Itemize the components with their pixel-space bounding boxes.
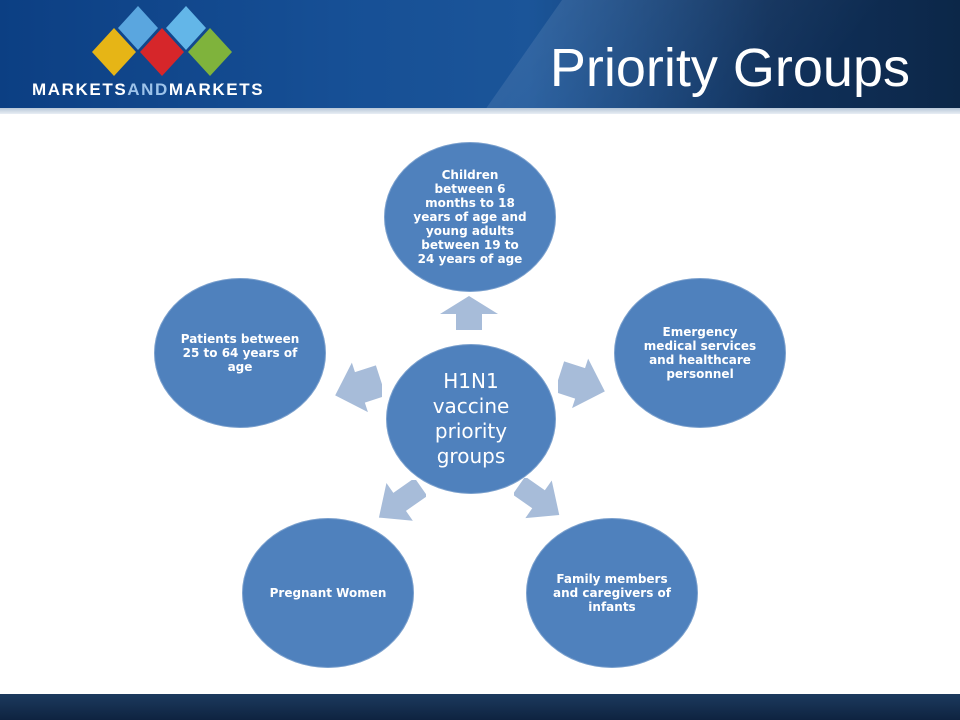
group-node-family-label: Family members and caregivers of infants bbox=[552, 572, 672, 614]
group-node-patients-label: Patients between 25 to 64 years of age bbox=[180, 332, 300, 374]
arrow-left bbox=[335, 362, 382, 413]
arrow-up bbox=[440, 296, 498, 330]
logo-wordmark: MARKETSANDMARKETS bbox=[32, 80, 312, 100]
arrow-lower-right bbox=[514, 478, 560, 519]
logo-text-markets-1: MARKETS bbox=[32, 80, 128, 99]
group-node-pregnant-label: Pregnant Women bbox=[269, 586, 387, 600]
logo-diamond-blue-left bbox=[118, 6, 158, 50]
center-node: H1N1 vaccine priority groups bbox=[386, 344, 556, 494]
group-node-children: Children between 6 months to 18 years of… bbox=[384, 142, 556, 292]
logo-diamond-blue-right bbox=[166, 6, 206, 50]
logo-text-and: AND bbox=[127, 80, 169, 99]
header-divider bbox=[0, 108, 960, 114]
priority-groups-diagram: H1N1 vaccine priority groups Children be… bbox=[0, 118, 960, 688]
center-node-label: H1N1 vaccine priority groups bbox=[432, 369, 510, 468]
group-node-patients: Patients between 25 to 64 years of age bbox=[154, 278, 326, 428]
header-banner: MARKETSANDMARKETS Priority Groups bbox=[0, 0, 960, 108]
group-node-pregnant: Pregnant Women bbox=[242, 518, 414, 668]
logo-diamonds-icon bbox=[92, 6, 232, 76]
logo-diamond-red bbox=[140, 28, 184, 76]
page-title: Priority Groups bbox=[549, 38, 910, 98]
logo-text-markets-2: MARKETS bbox=[168, 80, 265, 99]
group-node-emergency: Emergency medical services and healthcar… bbox=[614, 278, 786, 428]
group-node-emergency-label: Emergency medical services and healthcar… bbox=[643, 325, 757, 381]
footer-bar bbox=[0, 694, 960, 720]
arrow-lower-left bbox=[378, 480, 426, 521]
logo-diamond-green bbox=[188, 28, 232, 76]
arrow-right bbox=[558, 358, 605, 409]
logo-diamond-yellow bbox=[92, 28, 136, 76]
group-node-children-label: Children between 6 months to 18 years of… bbox=[413, 168, 527, 266]
group-node-family: Family members and caregivers of infants bbox=[526, 518, 698, 668]
